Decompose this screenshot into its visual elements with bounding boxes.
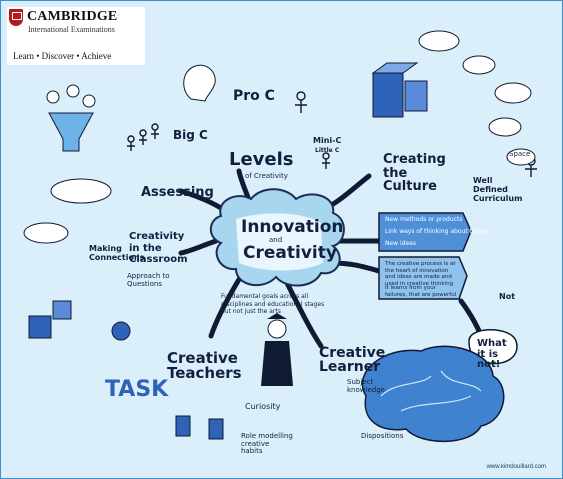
- note-dispositions: Dispositions: [361, 432, 404, 440]
- note-it-learns: It learns from your failures, that are p…: [385, 285, 457, 298]
- note-approach: Approach to Questions: [127, 272, 170, 288]
- branch-learner: Creative Learner: [319, 345, 386, 375]
- central-cloud: [209, 188, 345, 287]
- branch-levels: Levels: [229, 149, 294, 170]
- branch-levels-sub: of Creativity: [245, 172, 288, 180]
- note-role-modelling: Role modelling creative habits: [241, 432, 293, 456]
- note-little-c: Little C: [315, 147, 340, 154]
- branch-teachers: Creative Teachers: [167, 349, 242, 382]
- center-title-innovation: Innovation: [241, 217, 344, 237]
- logo-subtitle: International Examinations: [28, 25, 115, 34]
- note-not: Not: [499, 292, 516, 301]
- note-link-ideas: Link ways of thinking about things: [385, 228, 489, 235]
- logo-brand: CAMBRIDGE: [27, 9, 118, 24]
- note-curiosity: Curiosity: [245, 402, 281, 411]
- note-subject-knowledge: Subject knowledge: [347, 378, 385, 394]
- note-mini-c: Mini-C: [313, 136, 342, 145]
- center-title-and: and: [269, 236, 283, 244]
- note-well-defined: Well Defined Curriculum: [473, 176, 523, 203]
- logo-tagline: Learn • Discover • Achieve: [13, 51, 112, 61]
- note-big-c: Big C: [173, 128, 208, 142]
- branch-classroom: Creativity in the Classroom: [129, 231, 188, 265]
- note-space: Space: [509, 150, 531, 158]
- artist-credit: www.kimdouillard.com: [486, 464, 546, 470]
- note-task: TASK: [105, 377, 169, 402]
- crest-icon: [9, 9, 23, 26]
- note-making-connections: Making Connections: [89, 244, 145, 262]
- center-title-creativity: Creativity: [243, 243, 337, 263]
- branch-culture: Creating the Culture: [383, 152, 446, 195]
- note-pro-c: Pro C: [233, 88, 275, 104]
- center-subtitle: Fundamental goals across all disciplines…: [221, 293, 325, 315]
- note-new-methods: New methods or products: [385, 216, 463, 223]
- cambridge-logo: CAMBRIDGE International Examinations Lea…: [7, 7, 145, 65]
- branch-what-it-is-not: What it is not!: [477, 338, 507, 370]
- branch-assessing: Assessing: [141, 185, 214, 200]
- note-creative-process: The creative process is at the heart of …: [385, 261, 456, 287]
- note-new-ideas: New ideas: [385, 240, 416, 247]
